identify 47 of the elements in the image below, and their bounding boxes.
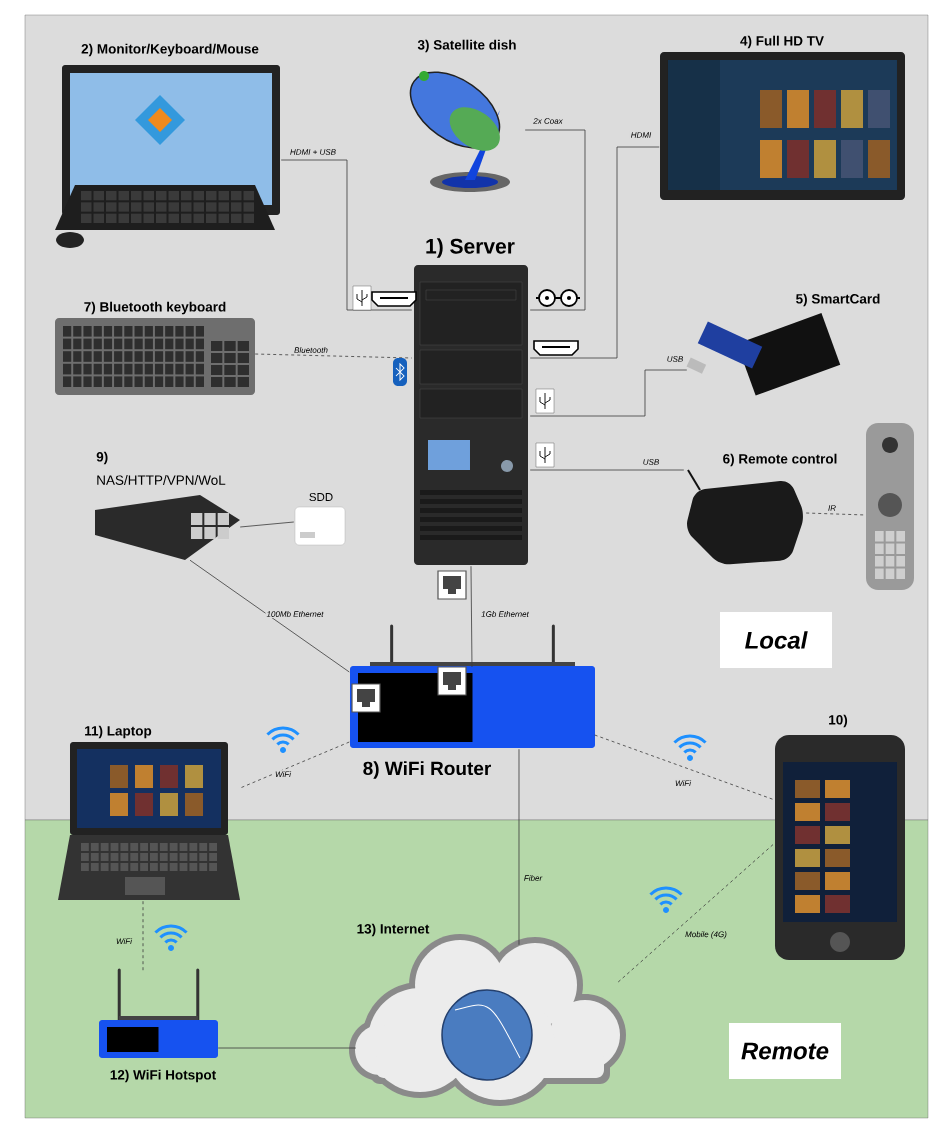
- edge-label: Mobile (4G): [684, 930, 728, 940]
- edge-label: Fiber: [522, 874, 544, 882]
- connector-line: [594, 734, 776, 801]
- edge-label: WiFi: [674, 779, 692, 787]
- zone-label: Local: [720, 612, 832, 668]
- connector-line: [529, 369, 688, 417]
- device-label: 10): [829, 714, 848, 728]
- connector-line: [470, 565, 473, 668]
- connector-line: [518, 748, 520, 946]
- connector-line: [239, 521, 295, 528]
- zone-label: Remote: [729, 1023, 841, 1079]
- connector-line: [217, 1047, 357, 1049]
- device-label: 3) Satellite dish: [417, 39, 516, 53]
- connector-line: [529, 469, 685, 471]
- device-label: SDD: [309, 492, 333, 502]
- device-label: 11) Laptop: [85, 725, 152, 739]
- device-label: 7) Bluetooth keyboard: [84, 301, 226, 315]
- connector-line: [189, 559, 350, 673]
- device-label: 6) Remote control: [723, 453, 837, 467]
- edge-label: HDMI + USB: [289, 148, 337, 156]
- edge-label: 100Mb Ethernet: [265, 610, 325, 618]
- edge-label: Bluetooth: [293, 346, 329, 354]
- edge-label: 2x Coax: [532, 117, 564, 125]
- connector-line: [617, 842, 776, 983]
- connector-line: [280, 159, 413, 311]
- device-label: 13) Internet: [357, 923, 430, 937]
- device-label: NAS/HTTP/VPN/WoL: [97, 475, 226, 485]
- device-label: 12) WiFi Hotspot: [110, 1069, 216, 1083]
- edge-label: IR: [827, 504, 837, 512]
- connector-line: [529, 146, 660, 359]
- device-label: 1) Server: [426, 238, 515, 258]
- connector-line: [142, 900, 144, 973]
- device-label: 4) Full HD TV: [740, 35, 824, 49]
- edge-label: USB: [641, 458, 661, 466]
- device-label: 5) SmartCard: [796, 293, 880, 307]
- remote-control-drawing: [866, 423, 914, 590]
- edge-label: HDMI: [629, 131, 653, 139]
- edge-label: 1Gb Ethernet: [480, 610, 530, 618]
- connector-line: [239, 741, 350, 789]
- edge-label: USB: [665, 355, 685, 363]
- device-label: 2) Monitor/Keyboard/Mouse: [81, 43, 259, 57]
- device-label: 9): [96, 451, 108, 465]
- connector-line: [524, 129, 586, 311]
- connector-line: [254, 353, 413, 359]
- edge-label: WiFi: [274, 770, 292, 778]
- edge-label: WiFi: [115, 937, 133, 945]
- device-label: 8) WiFi Router: [363, 761, 491, 779]
